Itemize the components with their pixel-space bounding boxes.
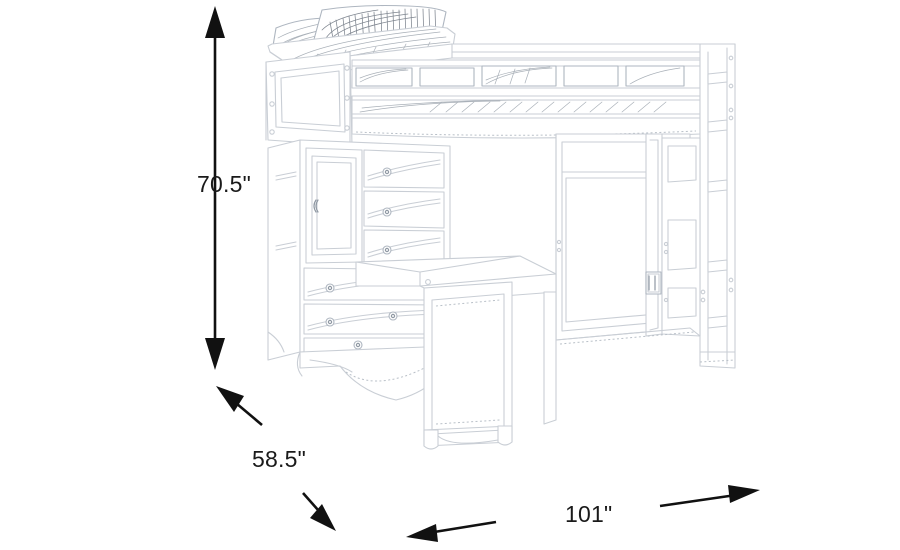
guard-rail (351, 59, 701, 139)
drawer (303, 303, 445, 335)
depth-dimension-arrow (216, 386, 336, 531)
ladder-rung (707, 315, 728, 329)
door-handle-plate (645, 271, 662, 295)
ladder-rung (707, 259, 728, 273)
height-dimension-label: 70.5" (197, 171, 251, 197)
cabinet-door (305, 147, 363, 264)
depth-dimension-label: 58.5" (252, 446, 306, 472)
ladder-rung (707, 179, 728, 193)
width-dimension-arrow (406, 485, 760, 542)
desk (355, 255, 557, 450)
drawer (363, 190, 445, 229)
upper-drawers (363, 149, 445, 267)
width-dimension-label: 101" (565, 501, 613, 527)
door-knob (315, 199, 319, 213)
height-dimension-arrow (205, 6, 225, 370)
desk-edge-pin (425, 279, 431, 285)
ladder (699, 43, 736, 369)
headboard-panel (265, 51, 353, 147)
ladder-rung (707, 119, 728, 133)
drawer (363, 149, 445, 189)
ladder-rung (707, 71, 728, 85)
end-panel (555, 133, 701, 345)
